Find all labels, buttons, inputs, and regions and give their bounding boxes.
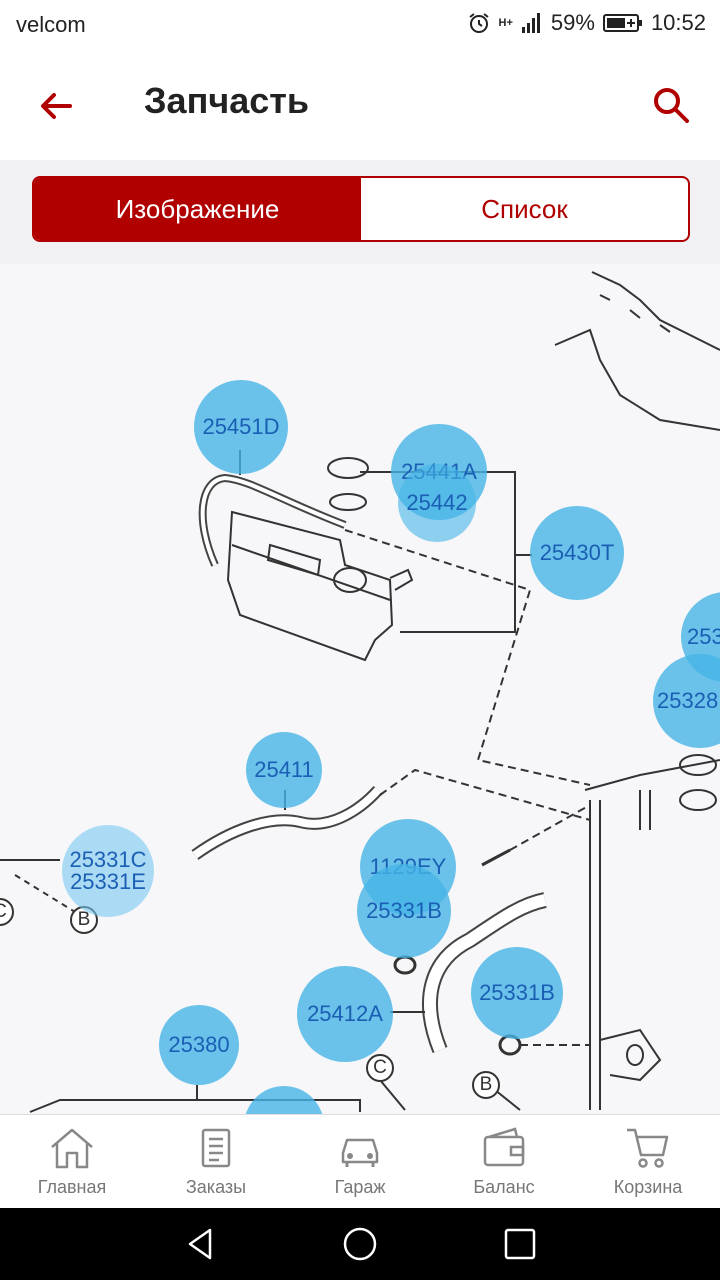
search-icon[interactable]	[648, 82, 694, 128]
wallet-icon	[483, 1127, 525, 1167]
network-type: H+	[498, 17, 513, 29]
clock: 10:52	[650, 10, 706, 35]
battery-icon	[602, 14, 642, 32]
diagram-letter-c: C	[0, 901, 10, 923]
app-bar: Запчасть	[0, 50, 720, 160]
view-switcher: Изображение Список	[32, 176, 690, 242]
part-number: 25442	[406, 490, 468, 515]
carrier-name: velcom	[16, 12, 86, 37]
part-number: 25430T	[539, 540, 615, 565]
home-circle-icon[interactable]	[342, 1226, 378, 1262]
part-bubble-25411[interactable]: 25411	[246, 732, 322, 808]
part-bubble-25451d[interactable]: 25451D	[194, 380, 288, 474]
system-navigation-bar	[0, 1208, 720, 1280]
part-number: 25331B	[479, 980, 555, 1005]
part-number: 25331E	[70, 869, 146, 894]
page-title: Запчасть	[144, 80, 310, 121]
home-icon	[51, 1128, 93, 1169]
nav-orders[interactable]: Заказы	[144, 1115, 288, 1209]
tab-image[interactable]: Изображение	[34, 178, 361, 240]
part-bubble-25331c[interactable]: 25331C 25331E	[62, 825, 154, 917]
part-bubble-25328[interactable]: 25328	[653, 654, 720, 748]
nav-label: Гараж	[334, 1177, 386, 1197]
part-bubble-25442[interactable]: 25442	[398, 464, 476, 542]
arrow-left-icon[interactable]	[34, 84, 78, 128]
recents-square-icon[interactable]	[502, 1226, 538, 1262]
nav-balance[interactable]: Баланс	[432, 1115, 576, 1209]
nav-home[interactable]: Главная	[0, 1115, 144, 1209]
signal-icon	[521, 13, 540, 33]
part-bubble-25331b[interactable]: 25331B	[357, 864, 451, 958]
part-number: 25331C	[69, 847, 147, 872]
part-bubble-25331b[interactable]: 25331B	[471, 947, 563, 1039]
diagram-letter-b: B	[77, 909, 91, 930]
cart-icon	[627, 1128, 669, 1168]
part-bubble-25380[interactable]: 25380	[159, 1005, 239, 1085]
part-number: 25451D	[202, 414, 280, 439]
nav-label: Баланс	[473, 1177, 535, 1197]
status-bar: velcom H+ 59% 10:52	[0, 0, 720, 50]
alarm-icon	[468, 13, 489, 33]
nav-label: Заказы	[185, 1177, 247, 1197]
diagram-letter-c: C	[373, 1057, 387, 1078]
part-number: 25380	[168, 1032, 230, 1057]
tab-list[interactable]: Список	[481, 193, 568, 224]
back-triangle-icon[interactable]	[182, 1226, 218, 1262]
battery-percent: 59%	[550, 10, 595, 35]
car-icon	[341, 1138, 379, 1167]
part-number: 25411	[254, 757, 314, 782]
part-number: 253	[687, 624, 720, 649]
part-bubble-25412a[interactable]: 25412A	[297, 966, 393, 1062]
part-bubble-25430t[interactable]: 25430T	[530, 506, 624, 600]
parts-diagram[interactable]: B C B C 25451D 25441A 25442 25430T 253 2…	[0, 264, 720, 1114]
nav-label: Корзина	[613, 1177, 683, 1197]
orders-icon	[201, 1128, 231, 1168]
nav-garage[interactable]: Гараж	[288, 1115, 432, 1209]
bottom-navigation: Главная Заказы Гараж Баланс Корзина	[0, 1114, 720, 1209]
part-number: 25328	[657, 688, 719, 713]
part-number: 25331B	[366, 898, 442, 923]
nav-cart[interactable]: Корзина	[576, 1115, 720, 1209]
diagram-letter-b: B	[479, 1074, 493, 1095]
view-switcher-area: Изображение Список	[0, 160, 720, 264]
nav-label: Главная	[37, 1177, 107, 1197]
diagram-drawing	[0, 271, 720, 1113]
part-number: 25412A	[307, 1001, 383, 1026]
